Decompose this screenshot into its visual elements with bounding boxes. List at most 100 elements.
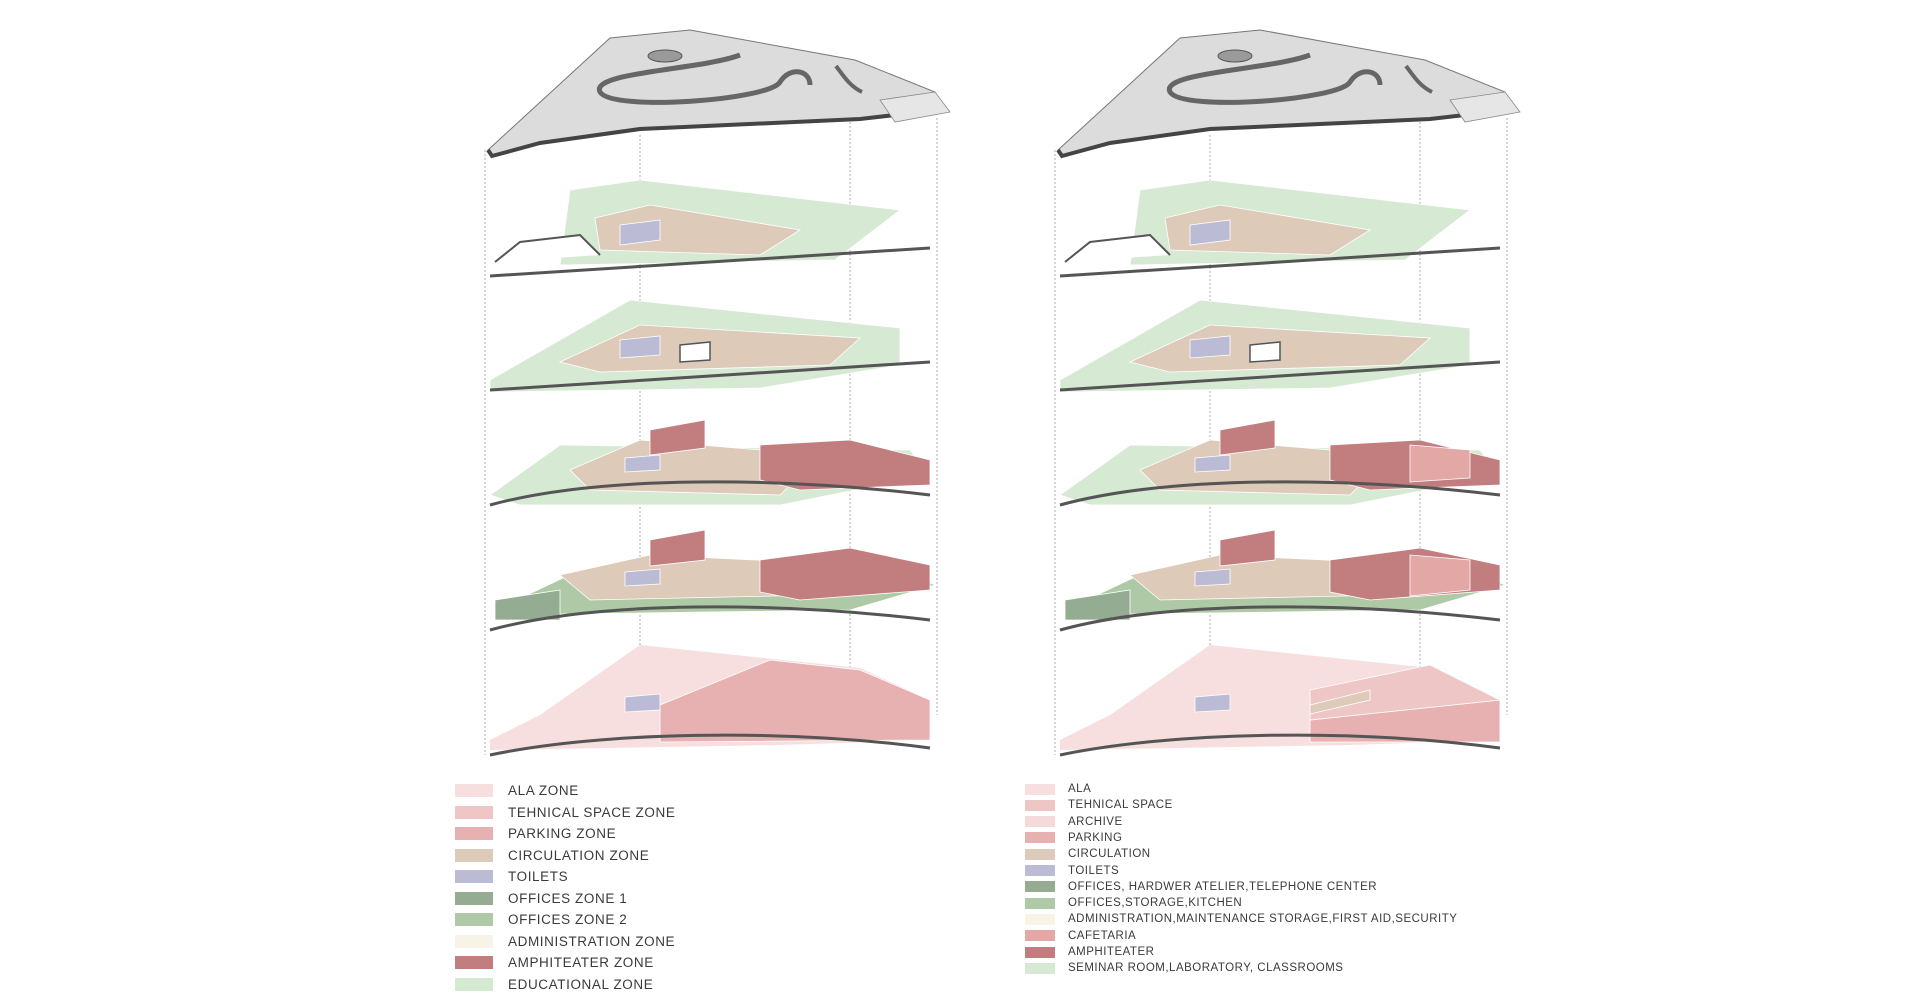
legend-item: SEMINAR ROOM,LABORATORY, CLASSROOMS xyxy=(1025,962,1343,974)
level-3-courtyard xyxy=(679,341,711,363)
legend-label: AMPHITEATER ZONE xyxy=(508,955,654,970)
legend-label: SEMINAR ROOM,LABORATORY, CLASSROOMS xyxy=(1068,962,1344,975)
slab-edge xyxy=(489,605,931,632)
legend-swatch xyxy=(1025,930,1055,942)
legend-label: ADMINISTRATION ZONE xyxy=(508,933,676,949)
level-1-slab xyxy=(1059,605,1501,632)
legend-item: TEHNICAL SPACE xyxy=(1025,799,1173,811)
legend-label: OFFICES, HARDWER ATELIER,TELEPHONE CENTE… xyxy=(1068,880,1378,893)
roof-canopy xyxy=(879,91,951,123)
roof-curved-path xyxy=(1167,52,1383,105)
legend-left-zones: ALA ZONE TEHNICAL SPACE ZONE PARKING ZONE C… xyxy=(455,783,755,998)
legend-swatch xyxy=(455,977,493,991)
level-1-offices1 xyxy=(494,589,561,621)
legend-item: ALA xyxy=(1025,783,1091,795)
legend-item: TOILETS xyxy=(455,869,568,884)
level-1-toilets xyxy=(624,568,661,587)
level-4-outline xyxy=(494,233,601,263)
roof-slab xyxy=(487,29,936,156)
slab-edge xyxy=(489,360,931,392)
level-2-cafetaria xyxy=(1409,444,1471,483)
legend-swatch xyxy=(1025,832,1055,844)
legend-label: CAFETARIA xyxy=(1068,929,1137,942)
level-3-toilets xyxy=(619,335,661,359)
level-1-amphitheater-west xyxy=(1219,529,1276,567)
legend-label: CIRCULATION ZONE xyxy=(508,847,650,863)
level-4-slab xyxy=(489,246,931,278)
level-3-toilets xyxy=(1189,335,1231,359)
roof-skylight xyxy=(1217,49,1253,63)
legend-label: TEHNICAL SPACE ZONE xyxy=(508,804,676,820)
legend-item: OFFICES,STORAGE,KITCHEN xyxy=(1025,897,1242,909)
level-3-courtyard xyxy=(1249,341,1281,363)
level-1-amphitheater-east xyxy=(759,547,931,601)
legend-label: ADMINISTRATION,MAINTENANCE STORAGE,FIRST… xyxy=(1068,913,1458,926)
legend-swatch xyxy=(455,805,493,819)
legend-label: TOILETS xyxy=(508,869,569,884)
ground-circulation xyxy=(1309,689,1371,715)
legend-item: ARCHIVE xyxy=(1025,816,1123,828)
level-1-cafetaria xyxy=(1409,554,1471,597)
legend-item: OFFICES ZONE 1 xyxy=(455,891,627,906)
legend-swatch xyxy=(1025,865,1055,876)
legend-swatch xyxy=(1025,962,1055,974)
slab-edge xyxy=(489,246,931,278)
roof-edge xyxy=(1056,109,1501,159)
level-4-outline xyxy=(1064,233,1171,263)
level-4-toilets xyxy=(619,219,661,246)
roof-skylight xyxy=(647,49,683,63)
level-1-offices1 xyxy=(1064,589,1131,621)
legend-item: TOILETS xyxy=(1025,865,1119,877)
ground-toilets xyxy=(1194,693,1231,713)
roof-slab xyxy=(1057,29,1506,156)
ground-parking xyxy=(659,659,931,743)
level-4-toilets xyxy=(1189,219,1231,246)
legend-item: ADMINISTRATION,MAINTENANCE STORAGE,FIRST… xyxy=(1025,913,1457,925)
legend-swatch xyxy=(455,934,493,948)
level-1-toilets xyxy=(1194,568,1231,587)
level-2-slab xyxy=(489,480,931,507)
ground-slab-edge xyxy=(1059,733,1501,757)
legend-label: TOILETS xyxy=(1068,864,1120,877)
slab-edge xyxy=(1059,480,1501,507)
legend-swatch xyxy=(1025,848,1055,860)
level-1-slab xyxy=(489,605,931,632)
level-2-toilets xyxy=(1194,454,1231,473)
roof-curved-path xyxy=(1404,64,1433,94)
level-2-amphitheater-west xyxy=(1219,419,1276,456)
legend-item: CIRCULATION xyxy=(1025,848,1151,860)
legend-swatch xyxy=(1025,913,1055,925)
legend-swatch xyxy=(455,913,493,926)
roof-curved-path xyxy=(834,64,863,94)
legend-label: TEHNICAL SPACE xyxy=(1068,799,1173,812)
level-3-slab xyxy=(1059,360,1501,392)
level-2-amphitheater-east xyxy=(759,439,931,491)
legend-item: CAFETARIA xyxy=(1025,930,1136,942)
legend-swatch xyxy=(1025,799,1055,811)
legend-swatch xyxy=(455,827,493,840)
level-4-slab xyxy=(1059,246,1501,278)
slab-edge xyxy=(489,480,931,507)
legend-item: TEHNICAL SPACE ZONE xyxy=(455,805,675,820)
legend-item: OFFICES ZONE 2 xyxy=(455,912,627,927)
slab-edge xyxy=(1059,605,1501,632)
legend-item: ADMINISTRATION ZONE xyxy=(455,934,675,949)
legend-swatch xyxy=(1025,783,1055,795)
legend-label: PARKING ZONE xyxy=(508,826,617,841)
legend-label: ALA xyxy=(1068,783,1092,795)
legend-swatch xyxy=(455,848,493,862)
level-4-circulation xyxy=(1164,204,1372,256)
legend-item: CIRCULATION ZONE xyxy=(455,848,649,863)
level-3-slab xyxy=(489,360,931,392)
legend-label: EDUCATIONAL ZONE xyxy=(508,976,654,992)
legend-label: ALA ZONE xyxy=(508,783,579,798)
legend-item: ALA ZONE xyxy=(455,783,579,798)
legend-swatch xyxy=(1025,897,1055,909)
roof-curved-path xyxy=(597,52,813,105)
legend-swatch xyxy=(1025,946,1055,958)
legend-label: OFFICES ZONE 1 xyxy=(508,890,628,906)
legend-swatch xyxy=(1025,881,1055,893)
